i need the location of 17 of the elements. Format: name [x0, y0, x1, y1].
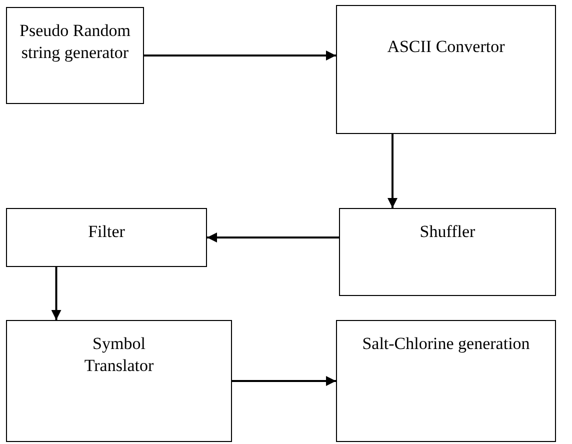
process-box — [6, 7, 144, 104]
box-label: ASCII Convertor — [386, 36, 506, 58]
arrow — [388, 134, 398, 208]
box-label: Symbol Translator — [83, 333, 155, 377]
box-label: Salt-Chlorine generation — [361, 333, 531, 355]
arrow — [51, 267, 62, 320]
process-box — [336, 5, 556, 134]
process-box — [339, 208, 556, 296]
process-box — [336, 320, 556, 442]
box-label: Shuffler — [418, 221, 476, 243]
arrow — [232, 376, 336, 386]
process-box — [6, 320, 232, 442]
process-box — [6, 208, 207, 267]
arrow — [207, 232, 339, 242]
box-label: Pseudo Random string generator — [18, 20, 132, 64]
box-label: Filter — [87, 221, 126, 243]
arrow — [144, 50, 336, 60]
